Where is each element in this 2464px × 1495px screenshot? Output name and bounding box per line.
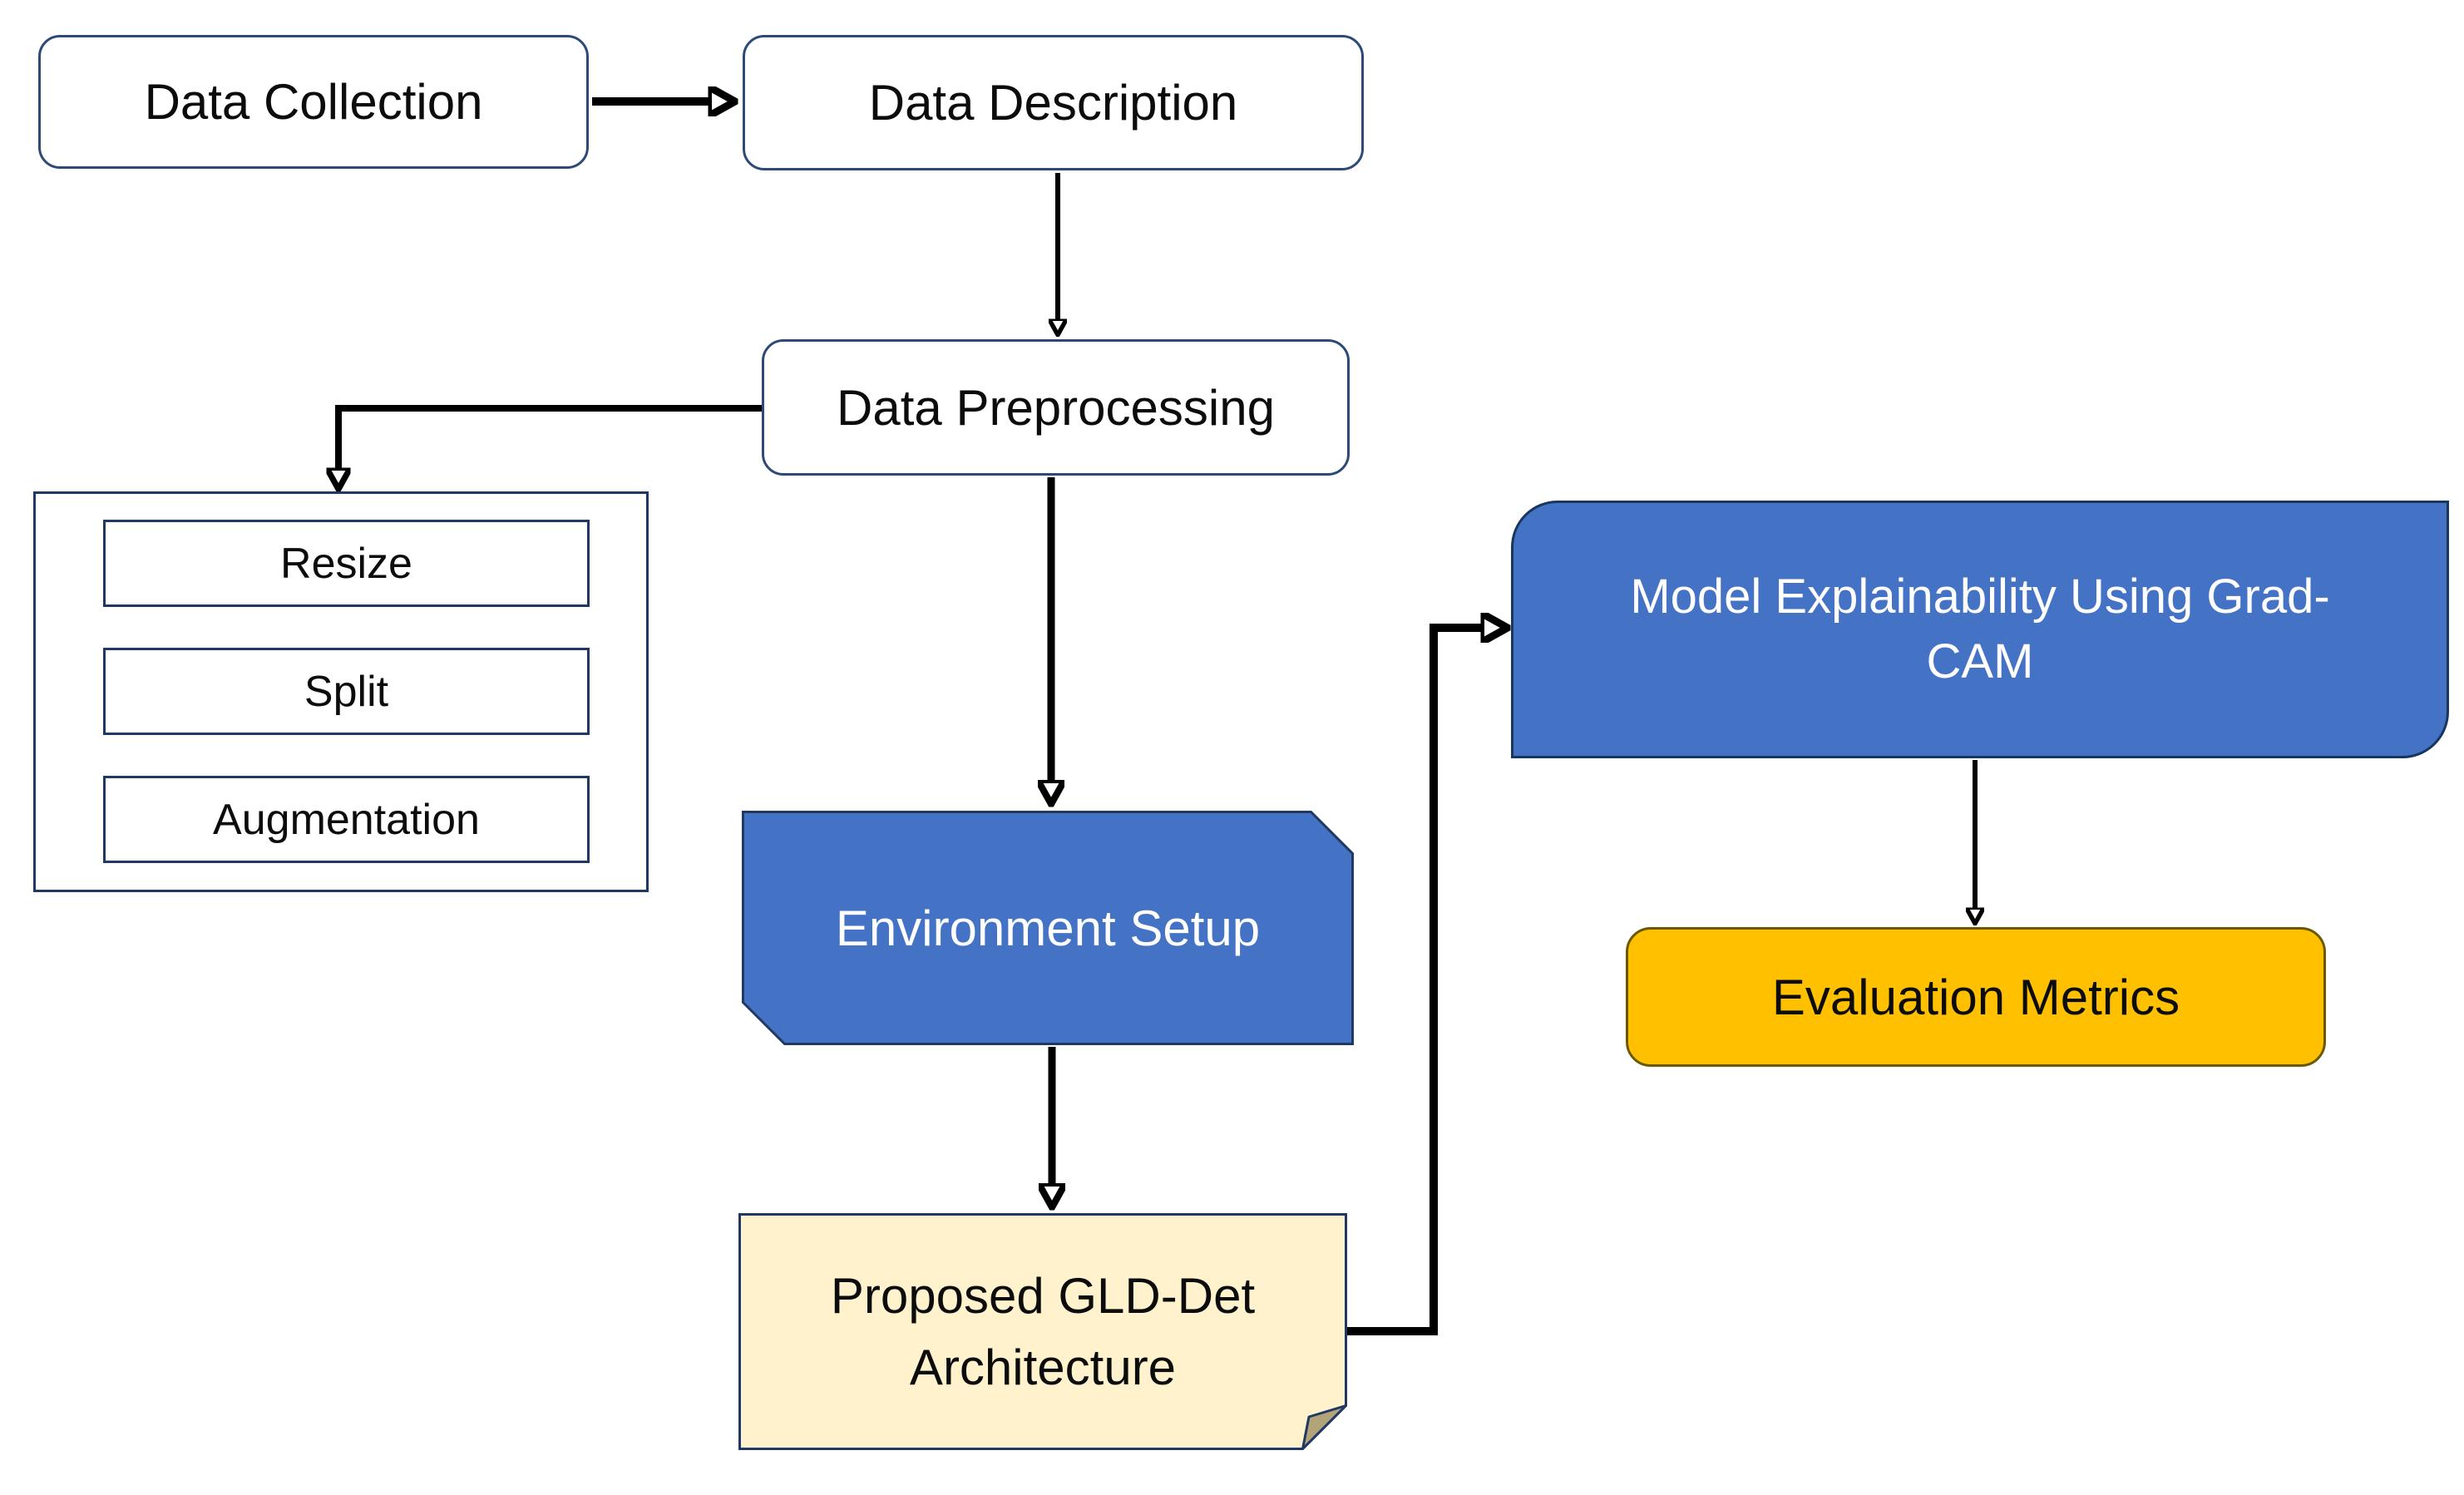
edge-preprocessing-to-steps (338, 405, 762, 471)
node-step-split: Split (103, 648, 590, 735)
node-data-description-label: Data Description (868, 75, 1238, 131)
node-data-collection-label: Data Collection (144, 74, 483, 130)
node-data-description: Data Description (743, 35, 1364, 170)
node-step-split-label: Split (304, 667, 389, 716)
node-step-augmentation-label: Augmentation (213, 795, 480, 844)
node-data-preprocessing: Data Preprocessing (762, 339, 1350, 476)
node-model-explainability: Model Explainability Using Grad-CAM (1511, 501, 2449, 758)
node-data-collection: Data Collection (38, 35, 589, 169)
node-step-resize: Resize (103, 520, 590, 607)
node-proposed-architecture: Proposed GLD-Det Architecture (738, 1213, 1347, 1450)
environment-setup-shape (742, 811, 1354, 1045)
edge-architecture-to-explainability (1347, 628, 1484, 1335)
node-environment-setup: Environment Setup (742, 811, 1354, 1045)
folded-corner-icon (1301, 1404, 1347, 1450)
node-environment-setup-label: Environment Setup (835, 900, 1261, 956)
node-data-preprocessing-label: Data Preprocessing (837, 379, 1275, 436)
node-step-resize-label: Resize (280, 539, 412, 588)
proposed-architecture-shape (738, 1213, 1347, 1450)
node-evaluation-metrics-label: Evaluation Metrics (1771, 969, 2180, 1025)
node-proposed-architecture-label: Proposed GLD-Det Architecture (830, 1268, 1256, 1395)
node-step-augmentation: Augmentation (103, 776, 590, 863)
node-model-explainability-label: Model Explainability Using Grad-CAM (1630, 570, 2330, 688)
node-evaluation-metrics: Evaluation Metrics (1626, 927, 2326, 1067)
